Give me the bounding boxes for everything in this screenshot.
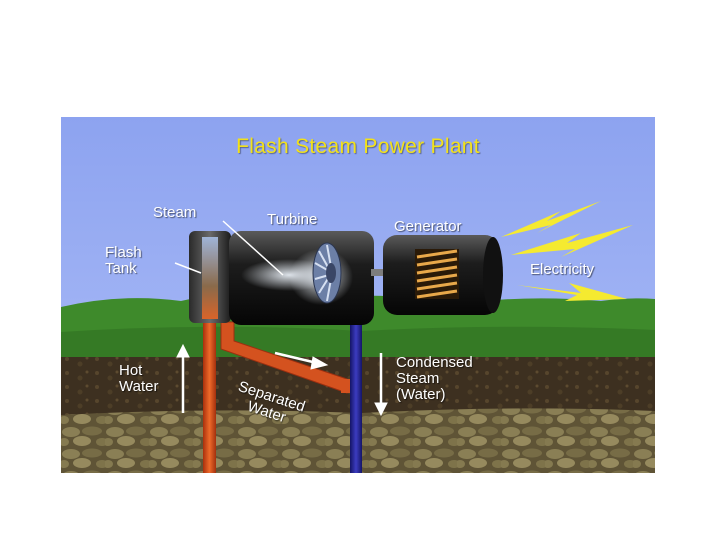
- label-condensed-steam: Condensed Steam (Water): [396, 354, 473, 403]
- label-hot-water: Hot Water: [119, 362, 159, 395]
- flash-steam-diagram: Flash Steam Power Plant Steam Turbine Ge…: [61, 117, 655, 473]
- flash-tank-window: [202, 237, 218, 319]
- generator-coils: [415, 249, 459, 299]
- diagram-title: Flash Steam Power Plant: [236, 135, 480, 158]
- turbine-rotor: [312, 242, 342, 304]
- label-flash-tank: Flash Tank: [105, 244, 142, 277]
- condensed-steam-pipe: [350, 317, 362, 473]
- diagram-canvas: [61, 117, 655, 473]
- label-turbine: Turbine: [267, 211, 318, 228]
- hot-water-arrow: [176, 343, 190, 413]
- steam-pointer: [222, 220, 284, 276]
- flash-tank-pointer: [174, 262, 202, 274]
- hot-water-pipe: [203, 322, 216, 473]
- turbine-shaft: [371, 269, 389, 276]
- lightning-bolts: [501, 201, 633, 301]
- label-generator: Generator: [394, 218, 462, 235]
- separated-water-arrow: [274, 351, 329, 370]
- label-steam: Steam: [153, 204, 197, 221]
- label-electricity: Electricity: [530, 261, 595, 278]
- condensed-steam-arrow: [374, 353, 388, 417]
